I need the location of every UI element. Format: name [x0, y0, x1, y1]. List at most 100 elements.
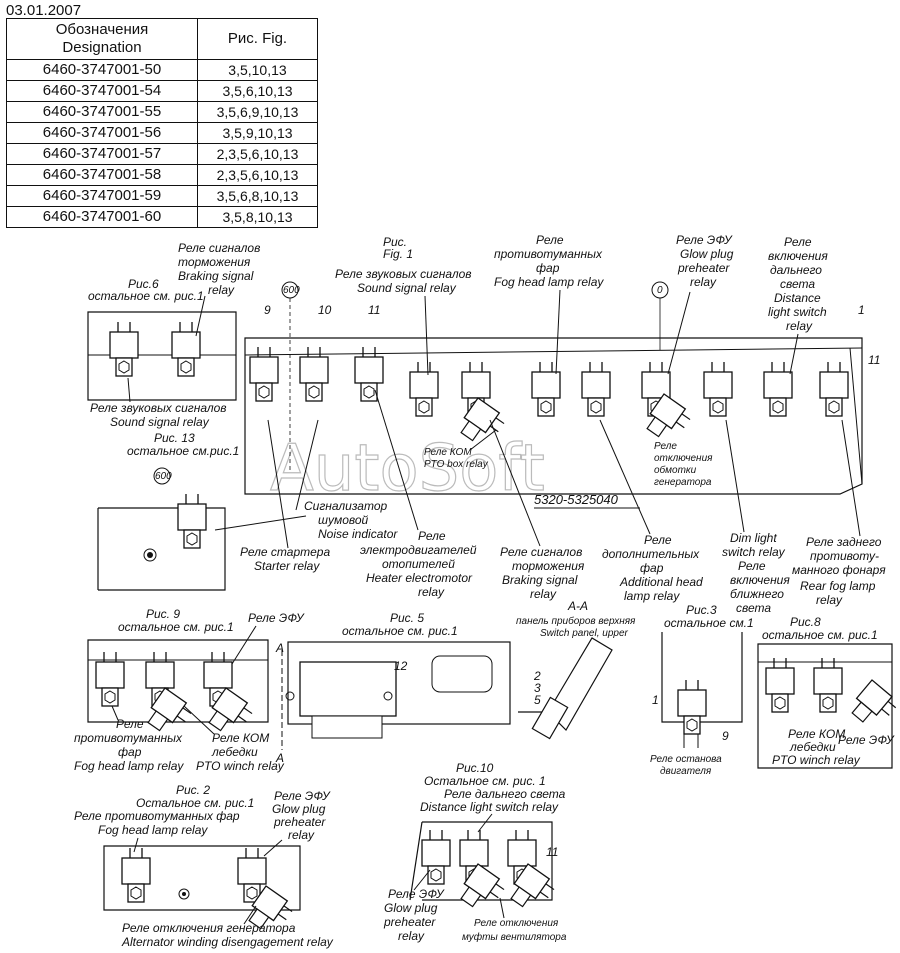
label-section-aa-3: Switch panel, upper [540, 628, 629, 639]
fig3-panel [661, 632, 743, 748]
label-glow-fig2-3: preheater [273, 815, 326, 829]
label-engine-stop-2: двигателя [660, 766, 712, 777]
fig8-title: Рис.8 [790, 615, 821, 629]
fig2-title: Рис. 2 [176, 783, 210, 797]
fig6-panel [87, 311, 237, 401]
fig1-main-panel [244, 337, 863, 495]
label-additional-4: Additional head [619, 575, 703, 589]
label-glow-fig2-2: Glow plug [272, 802, 326, 816]
label-pto-box-1: Реле КОМ [424, 447, 472, 458]
label-pto-winch8-1: Реле КОМ [788, 727, 845, 741]
fig5-title: Рис. 5 [390, 611, 424, 625]
label-dim-1: Dim light [730, 531, 777, 545]
label-additional-2: дополнительных [602, 547, 700, 561]
label-alt-winding-3: обмотки [654, 464, 697, 476]
fig10-panel [409, 821, 559, 917]
designation-cell: 6460-3747001-55 [6, 101, 198, 123]
label-sound-top-1: Реле звуковых сигналов [335, 267, 472, 281]
label-rear-fog-2: противоту- [810, 549, 879, 563]
designation-cell: 6460-3747001-58 [6, 164, 198, 186]
callout-12: 12 [394, 659, 408, 673]
label-section-aa-1: А-А [567, 599, 588, 613]
label-noise-1: Сигнализатор [304, 499, 387, 513]
label-fan-clutch-1: Реле отключения [474, 918, 559, 929]
designation-cell: 6460-3747001-56 [6, 122, 198, 144]
label-alt-winding-4: генератора [654, 477, 712, 488]
callout-1-fig3: 1 [652, 693, 659, 707]
relay-distance [763, 361, 793, 417]
label-sound-top-2: Sound signal relay [357, 281, 457, 295]
callout-1: 1 [858, 303, 865, 317]
label-heater-2: электродвигателей [360, 543, 477, 557]
fig8-note: остальное см. рис.1 [762, 628, 878, 642]
fig2-note: Остальное см. рис.1 [136, 796, 254, 810]
marker-0-text: 0 [657, 285, 663, 296]
label-braking-mid-2: торможения [512, 559, 585, 573]
label-distance-fig10-2: Distance light switch relay [420, 800, 559, 814]
label-starter-1: Реле стартера [240, 545, 330, 559]
relay-engine-stop [677, 679, 707, 735]
label-fog-fig9-4: Fog head lamp relay [74, 759, 184, 773]
fig1-title-1: Рис. [383, 235, 407, 249]
part-number: 5320-5325040 [534, 492, 619, 507]
label-alt-winding-1: Реле [654, 441, 677, 452]
relay-glow-fig10 [421, 829, 451, 885]
label-fog-top-1: Реле [536, 233, 564, 247]
label-glow-fig10-4: relay [398, 929, 425, 943]
fig2-panel [103, 845, 301, 939]
callout-2: 2 [533, 669, 541, 683]
label-braking-top-4: relay [208, 283, 235, 297]
label-fog-fig2-2: Fog head lamp relay [98, 823, 208, 837]
label-alt-fig2-2: Alternator winding disengagement relay [121, 935, 334, 949]
relay-dim [703, 361, 733, 417]
fig5-note: остальное см. рис.1 [342, 624, 458, 638]
label-rear-fog-4: Rear fog lamp [800, 579, 876, 593]
label-efu-fig9: Реле ЭФУ [248, 611, 305, 625]
label-pto-box-2: PTO box relay [424, 459, 489, 470]
callout-3: 3 [534, 681, 541, 695]
label-fog-fig9-2: противотуманных [74, 731, 183, 745]
label-braking-mid-3: Braking signal [502, 573, 578, 587]
callout-11: 11 [368, 303, 380, 317]
label-fog-fig9-3: фар [118, 745, 142, 759]
section-aa-view [518, 637, 613, 740]
label-pto-winch-3: PTO winch relay [196, 759, 285, 773]
relay-fan-fig10a [455, 863, 509, 917]
relay-rear-fog [819, 361, 849, 417]
callout-9-fig3: 9 [722, 729, 729, 743]
label-fog-top-4: Fog head lamp relay [494, 275, 604, 289]
fig-cell: 3,5,10,13 [197, 59, 318, 81]
relay-noise-fig13 [177, 493, 207, 549]
label-braking-top-2: торможения [178, 255, 251, 269]
label-braking-mid-1: Реле сигналов [500, 545, 582, 559]
relay-fig8-a [765, 657, 795, 713]
label-distance-top-3: дальнего [770, 263, 822, 277]
callout-10: 10 [318, 303, 332, 317]
callout-9: 9 [264, 303, 271, 317]
label-distance-top-4: света [780, 277, 815, 291]
fig-cell: 2,3,5,6,10,13 [197, 143, 318, 165]
fig3-title: Рис.3 [686, 603, 717, 617]
fig9-note: остальное см. рис.1 [118, 620, 234, 634]
relay-heater [409, 361, 439, 417]
label-glow-fig10-2: Glow plug [384, 901, 438, 915]
designation-cell: 6460-3747001-60 [6, 206, 198, 228]
fig10-title: Рис.10 [456, 761, 494, 775]
fig13-note: остальное см.рис.1 [127, 444, 239, 458]
label-additional-3: фар [640, 561, 664, 575]
label-heater-5: relay [418, 585, 445, 599]
date-stamp: 03.01.2007 [6, 2, 82, 19]
label-glow-fig2-4: relay [288, 828, 315, 842]
label-heater-4: Heater electromotor [366, 571, 473, 585]
label-fan-clutch-2: муфты вентилятора [462, 931, 567, 943]
relay-additional [581, 361, 611, 417]
label-sound-fig6-1: Реле звуковых сигналов [90, 401, 227, 415]
label-efu-fig8: Реле ЭФУ [838, 733, 895, 747]
marker-600-main-text: 600 [283, 285, 300, 296]
fig1-title-2: Fig. 1 [383, 247, 413, 261]
designation-cell: 6460-3747001-54 [6, 80, 198, 102]
label-fog-fig2-1: Реле противотуманных фар [74, 809, 240, 823]
